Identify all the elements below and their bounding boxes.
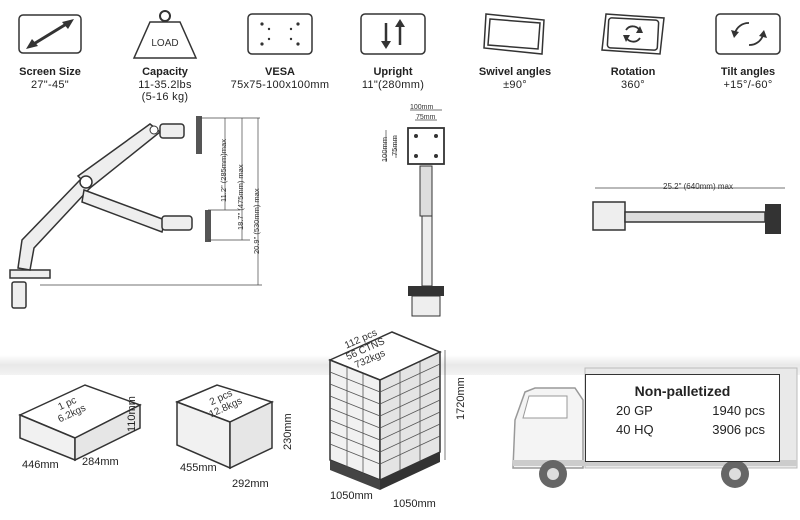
spec-name: Swivel angles [478,66,552,78]
spec-screen-size: Screen Size 27"-45" [0,8,110,91]
box-1-drawing [18,384,142,462]
weight-icon: LOAD [132,10,198,59]
top-dim: 25.2" (640mm) max [663,182,733,191]
nonpalletized-row: 40 HQ 3906 pcs [586,422,779,437]
rotation-icon [601,13,665,55]
side-dim-1: 11.2" (285mm)max [219,139,228,202]
side-dim-3: 20.9" (530mm) max [252,188,261,254]
nonpalletized-title: Non-palletized [634,383,731,399]
spec-name: Upright [373,66,413,78]
spec-value: 360° [621,79,645,91]
side-dim-2: 18.7" (475mm) max [236,164,245,230]
box-2-depth: 292mm [232,478,269,490]
pallet-drawing [328,331,446,490]
spec-name: Tilt angles [720,66,776,78]
box-2-width: 455mm [180,462,217,474]
spec-name: Screen Size [19,66,81,78]
pallet-depth: 1050mm [393,498,436,510]
spec-vesa: VESA 75x75-100x100mm [220,8,340,91]
pallet-width: 1050mm [330,490,373,502]
spec-name: VESA [265,66,295,78]
box-2-height: 230mm [282,413,294,450]
spec-value: +15°/-60° [723,79,773,91]
front-dim-h75: 75mm [390,135,399,156]
box-1-width: 446mm [22,459,59,471]
spec-value: 27"-45" [30,79,70,91]
row-value: 1940 pcs [712,403,765,418]
diagonal-arrow-icon [18,14,82,54]
front-dim-w100: 100mm [410,104,434,111]
row-label: 20 GP [616,403,653,418]
upright-arrows-icon [360,13,426,55]
box-2-drawing [174,384,275,470]
spec-rotation: Rotation 360° [573,8,693,91]
box-1-height: 110mm [126,396,138,432]
spec-upright: Upright 11"(280mm) [333,8,453,91]
row-label: 40 HQ [616,422,654,437]
front-dim-w75: 75mm [416,114,436,121]
front-dim-h100: 100mm [380,136,389,162]
swivel-icon [483,13,545,55]
tilt-icon [715,13,781,55]
spec-value-2: (5-16 kg) [141,91,189,103]
nonpalletized-panel: Non-palletized 20 GP 1940 pcs 40 HQ 3906… [585,374,780,462]
spec-capacity: LOAD Capacity 11-35.2lbs (5-16 kg) [105,8,225,103]
spec-name: Capacity [142,66,188,78]
vesa-icon [247,13,313,55]
pallet-height: 1720mm [455,377,467,420]
monitor-arm-side-view [9,116,262,309]
spec-name: Rotation [610,66,656,78]
spec-value: 75x75-100x100mm [230,79,330,91]
row-value: 3906 pcs [712,422,765,437]
spec-value: ±90° [503,79,527,91]
weight-icon-text: LOAD [151,38,178,49]
spec-value: 11"(280mm) [361,79,425,91]
nonpalletized-row: 20 GP 1940 pcs [586,403,779,418]
spec-swivel: Swivel angles ±90° [455,8,575,91]
box-1-depth: 284mm [82,456,119,468]
spec-tilt: Tilt angles +15°/-60° [688,8,800,91]
spec-value: 11-35.2lbs [138,79,192,91]
monitor-arm-top-view [592,187,785,234]
monitor-arm-front-view [385,109,445,317]
